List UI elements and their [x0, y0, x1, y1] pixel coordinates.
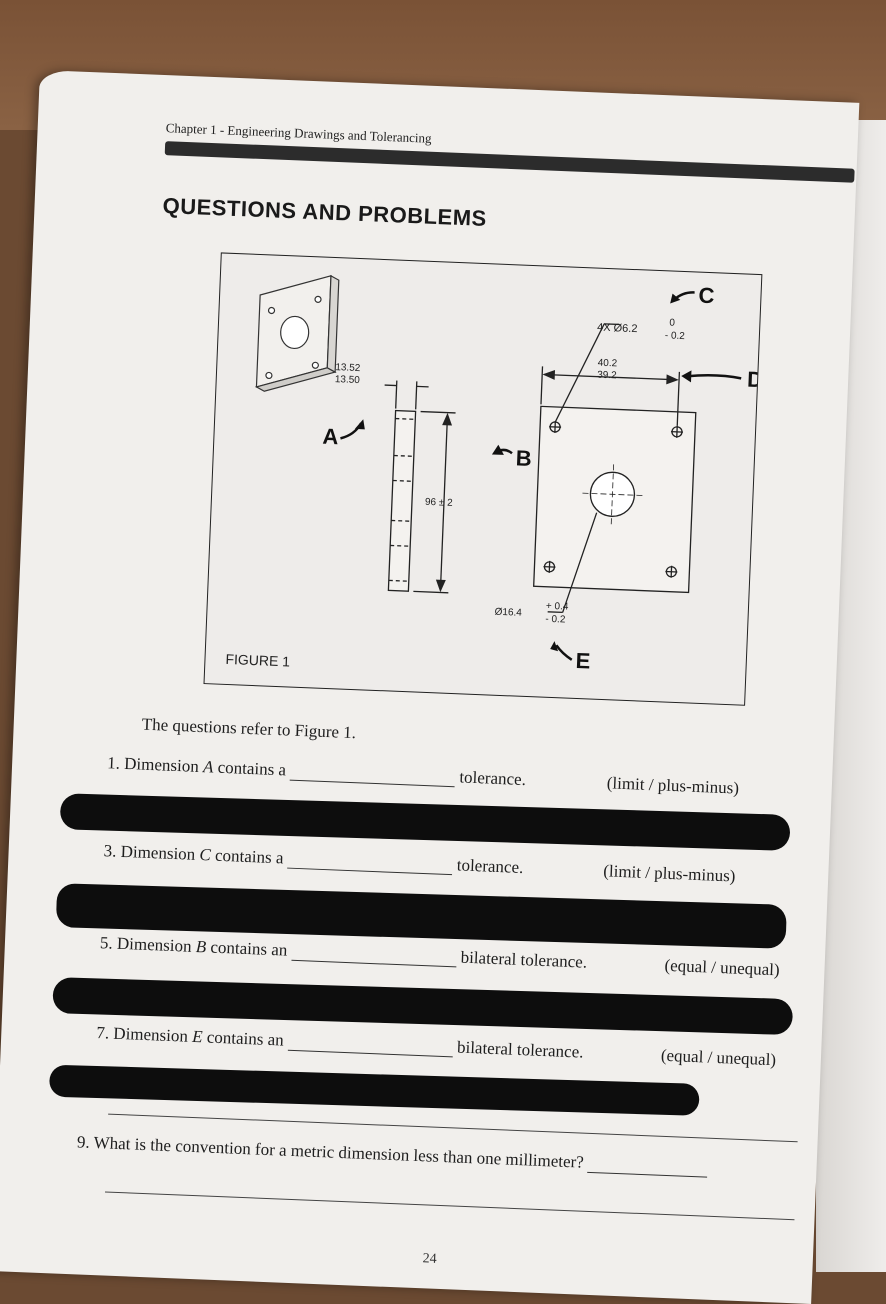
answer-blank-9[interactable]	[588, 1172, 708, 1178]
dim-e-lower: - 0.2	[545, 614, 566, 626]
dim-c-lower: - 0.2	[665, 330, 686, 342]
callout-e: E	[575, 648, 591, 674]
answer-blank-1[interactable]	[290, 780, 455, 788]
question-1: 1. Dimension A contains a tolerance. (li…	[107, 753, 526, 790]
dim-e-main: Ø16.4	[494, 607, 522, 619]
options-1: (limit / plus-minus)	[606, 773, 739, 798]
question-7: 7. Dimension E contains an bilateral tol…	[96, 1023, 584, 1063]
dim-a-upper: 13.52	[335, 362, 361, 374]
section-title: QUESTIONS AND PROBLEMS	[162, 193, 487, 232]
options-7: (equal / unequal)	[661, 1046, 777, 1071]
page-number: 24	[422, 1251, 437, 1268]
dim-c-main: 4X Ø6.2	[597, 322, 638, 336]
callout-d: D	[747, 367, 762, 393]
answer-blank-7[interactable]	[288, 1050, 453, 1058]
dim-d-upper: 40.2	[597, 358, 617, 370]
figure-1: 13.52 13.50 96 ± 2 4X Ø6.2 0 - 0.2 40.2 …	[203, 252, 762, 705]
intro-text: The questions refer to Figure 1.	[141, 715, 356, 744]
header-bar	[165, 141, 855, 183]
answer-blank-3[interactable]	[287, 868, 452, 876]
question-9: 9. What is the convention for a metric d…	[77, 1132, 709, 1177]
dim-e-upper: + 0.4	[546, 601, 569, 613]
dim-d-lower: 39.2	[597, 370, 617, 382]
answer-line-9[interactable]	[105, 1192, 794, 1221]
figure-caption: FIGURE 1	[225, 651, 290, 670]
isometric-plate	[256, 273, 339, 394]
engineering-drawing: 13.52 13.50 96 ± 2 4X Ø6.2 0 - 0.2 40.2 …	[205, 253, 762, 704]
dim-c-upper: 0	[669, 317, 675, 328]
options-5: (equal / unequal)	[664, 956, 780, 981]
options-3: (limit / plus-minus)	[603, 861, 736, 886]
dim-b: 96 ± 2	[425, 497, 454, 509]
question-3: 3. Dimension C contains a tolerance. (li…	[103, 841, 523, 878]
callout-c: C	[698, 283, 715, 309]
book-page: Chapter 1 - Engineering Drawings and Tol…	[0, 70, 859, 1304]
callout-a: A	[322, 424, 339, 450]
redaction-q8	[49, 1065, 700, 1116]
answer-blank-5[interactable]	[291, 960, 456, 968]
side-view	[376, 380, 456, 593]
dim-a-lower: 13.50	[335, 374, 361, 386]
callout-b: B	[515, 445, 532, 471]
redaction-q2	[60, 793, 791, 851]
